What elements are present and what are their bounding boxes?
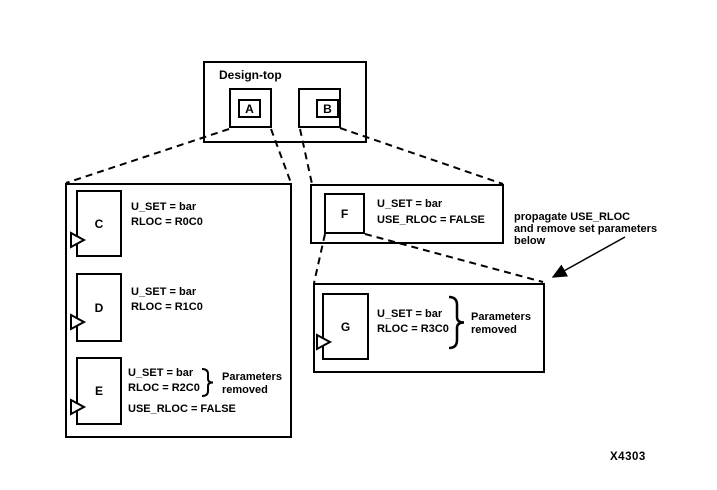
block-e: E [76,357,122,425]
block-d: D [76,273,122,342]
param-line: U_SET = bar [377,308,443,320]
block-c: C [76,190,122,257]
propagate-annotation: propagate USE_RLOC and remove set parame… [514,211,657,247]
param-line: U_SET = bar [377,198,443,210]
block-g: G [322,293,369,360]
figure-id: X4303 [610,451,646,463]
note-line: removed [471,324,517,336]
block-a: A [238,99,261,118]
annotation-line: and remove set parameters [514,223,658,235]
block-d-params: U_SET = bar RLOC = R1C0 [131,285,203,315]
param-line: RLOC = R3C0 [377,323,449,335]
param-line: RLOC = R0C0 [131,216,203,228]
param-line: U_SET = bar [131,286,197,298]
annotation-line: below [514,235,546,247]
block-g-note: Parameters removed [471,311,531,337]
block-e-note: Parameters removed [222,371,282,397]
design-top-box: Design-top [203,61,367,143]
block-c-params: U_SET = bar RLOC = R0C0 [131,200,203,230]
block-g-params: U_SET = bar RLOC = R3C0 [377,307,449,337]
param-line: USE_RLOC = FALSE [128,403,236,415]
block-f: F [324,193,365,234]
block-a-outer [229,88,272,128]
note-line: Parameters [471,311,531,323]
design-top-title: Design-top [219,68,282,82]
note-line: Parameters [222,371,282,383]
param-line: RLOC = R1C0 [131,301,203,313]
annotation-line: propagate USE_RLOC [514,211,631,223]
param-line: USE_RLOC = FALSE [377,214,485,226]
param-line: U_SET = bar [128,367,194,379]
block-e-params: U_SET = bar RLOC = R2C0 [128,366,200,396]
block-b: B [316,99,339,118]
note-line: removed [222,384,268,396]
block-f-params: U_SET = bar USE_RLOC = FALSE [377,196,485,228]
param-line: RLOC = R2C0 [128,382,200,394]
block-e-use-rloc: USE_RLOC = FALSE [128,402,236,417]
param-line: U_SET = bar [131,201,197,213]
